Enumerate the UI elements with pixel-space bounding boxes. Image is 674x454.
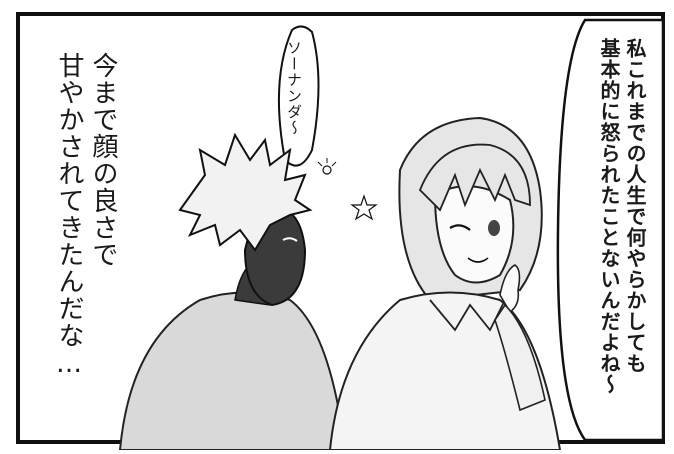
woman-sleeve [494,303,546,412]
woman-bangs [418,143,531,212]
speech-line-1: 私これまでの人生で何やらかしても [623,38,647,374]
star-effect [350,194,378,221]
man-hair [178,132,313,252]
speech-text: 私これまでの人生で何やらかしても 基本的に怒られたことないんだよね～ [596,38,648,418]
narration-line-1: 今まで顔の良さで [88,52,118,268]
woman-open-eye [488,220,500,236]
woman-hand [499,264,521,314]
woman-face [433,185,515,284]
panel-border [16,12,665,444]
mutter-bubble [277,25,320,167]
woman-smile [467,257,489,263]
speech-line-2: 基本的に怒られたことないんだよね～ [597,38,621,395]
woman-wink-eye [449,224,471,231]
mutter-text: ソーナンダ～ [285,40,303,136]
narration-text: 今まで顔の良さで 甘やかされてきたんだな… [52,52,120,392]
speech-balloon [556,18,665,442]
narration-line-2: 甘やかされてきたんだな… [54,52,84,380]
sparkle-effect [322,165,332,175]
man-eye [282,237,298,242]
sparkle-lines [317,158,337,167]
